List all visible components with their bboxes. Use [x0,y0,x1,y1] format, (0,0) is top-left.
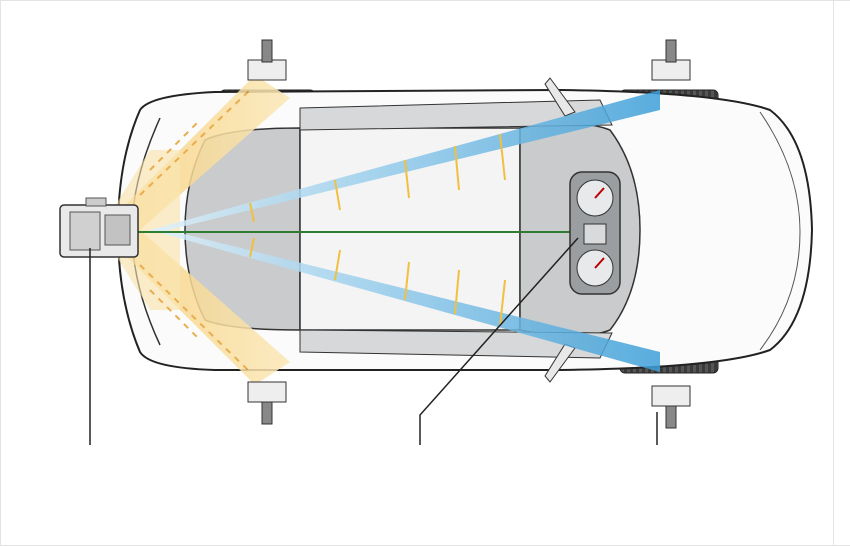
frame-border-top [0,0,850,1]
callout-line-instrument [419,237,579,445]
mirror-left [544,77,576,117]
side-window-left [299,99,613,131]
side-window-right [299,329,613,359]
sensor-beam-blue-bottom [150,228,660,372]
car-rear-line [759,111,801,351]
frame-border-left [0,0,1,546]
sensor-icon [651,39,691,81]
sensor-icon [247,381,287,425]
camera-beam-yellow [100,75,290,385]
frame-border-right [833,0,834,546]
sensor-icon [247,39,287,81]
gauge-icon [569,171,621,295]
camera-icon [59,197,139,258]
sensor-icon [651,385,691,429]
sensor-beam-blue-top [150,90,660,232]
